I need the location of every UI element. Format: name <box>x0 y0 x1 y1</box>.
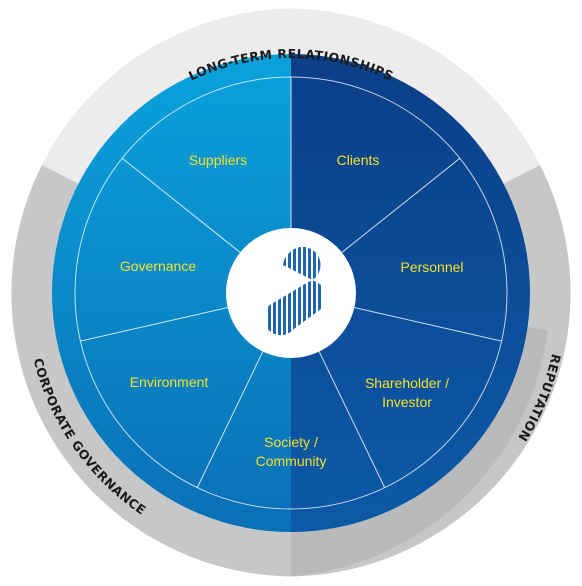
segment-label-environment: Environment <box>130 374 209 390</box>
divider-society-environment <box>196 349 265 488</box>
segment-label-shareholder-line1: Shareholder / <box>365 375 449 391</box>
divider-personnel-shareholder <box>352 306 502 342</box>
divider-environment-governance <box>80 306 230 342</box>
divider-shareholder-society <box>317 349 386 488</box>
segment-label-suppliers: Suppliers <box>189 152 247 168</box>
segment-label-society-line2: Community <box>256 453 327 469</box>
segment-dividers <box>80 77 502 488</box>
segment-label-personnel: Personnel <box>400 259 463 275</box>
segment-label-society-line1: Society / <box>264 434 318 450</box>
divider-governance-suppliers <box>121 157 243 255</box>
inner-disk-right-half <box>291 54 530 532</box>
divider-clients-personnel <box>339 157 461 255</box>
segment-label-governance: Governance <box>120 258 196 274</box>
segment-label-clients: Clients <box>337 152 380 168</box>
segment-label-shareholder-line2: Investor <box>382 394 432 410</box>
inner-disk-left-half <box>52 54 291 532</box>
